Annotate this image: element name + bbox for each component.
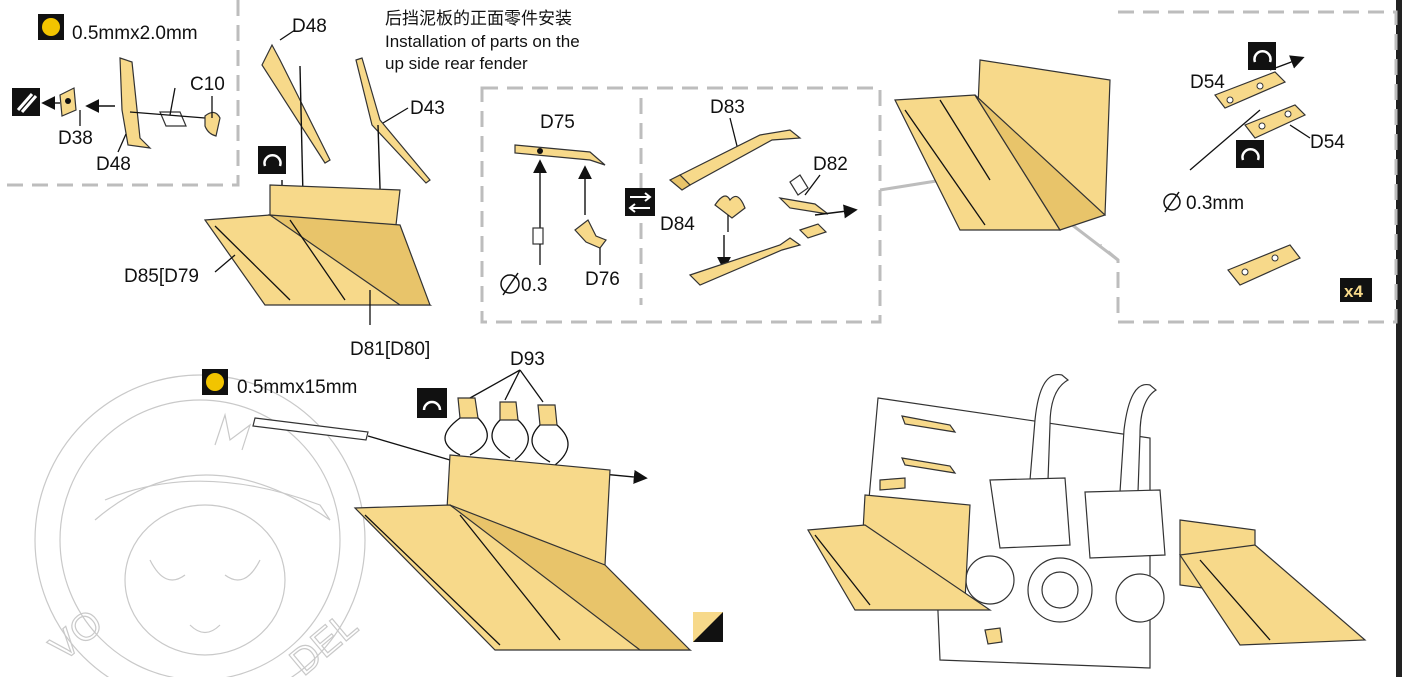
part-d43 — [355, 57, 431, 184]
label-c10: C10 — [190, 74, 225, 95]
part-fender-left-final — [807, 494, 992, 611]
part-round-covers — [965, 555, 1165, 623]
label-d43: D43 — [410, 98, 445, 119]
bend-icon-bottom — [1236, 140, 1264, 168]
frame-top-left — [0, 0, 240, 187]
part-small-brackets — [879, 415, 1003, 645]
label-d54-top: D54 — [1190, 72, 1225, 93]
page-right-border — [1396, 0, 1402, 677]
title-english-line1: Installation of parts on the — [385, 32, 580, 51]
label-d85: D85[D79 — [124, 266, 199, 287]
part-fender-bottom — [353, 454, 693, 651]
part-d54-hinge-b — [1244, 104, 1307, 139]
wire-size-label-2: 0.5mmx15mm — [237, 377, 357, 398]
part-d48-side — [119, 57, 152, 149]
label-d81: D81[D80] — [350, 339, 430, 360]
part-rod-small — [532, 227, 544, 245]
repeat-icon: x4 — [1340, 278, 1372, 302]
part-d76 — [574, 219, 607, 249]
title-english-line2: up side rear fender — [385, 54, 528, 73]
svg-text:DEL: DEL — [282, 604, 366, 677]
part-fender-right-final — [1178, 519, 1367, 646]
part-hinge-assembled — [1227, 244, 1301, 286]
part-d75 — [514, 144, 606, 166]
part-fender-zoom — [894, 59, 1111, 231]
swap-icon — [625, 188, 655, 216]
part-wire-long — [252, 417, 369, 441]
paint-icon — [693, 612, 723, 642]
bend-icon-top — [1248, 42, 1276, 70]
label-d75: D75 — [540, 112, 575, 133]
diameter-icon — [500, 272, 520, 296]
label-d48-left: D48 — [96, 154, 131, 175]
part-wire-pin — [129, 111, 206, 127]
label-d83: D83 — [710, 97, 745, 118]
wire-badge-icon — [38, 14, 64, 40]
part-d54-hinge-a — [1214, 71, 1287, 109]
label-rod-small: 0.3 — [521, 275, 547, 296]
diameter-icon-right — [1163, 191, 1181, 213]
part-d48-top — [261, 43, 331, 164]
title-chinese: 后挡泥板的正面零件安装 — [385, 9, 572, 29]
part-bracket-lower — [688, 223, 828, 286]
part-mufflers — [989, 477, 1166, 559]
label-d48-top: D48 — [292, 16, 327, 37]
svg-text:VO: VO — [42, 602, 111, 669]
bend-icon — [258, 146, 286, 174]
label-d76: D76 — [585, 269, 620, 290]
bend-icon-d93 — [417, 388, 447, 418]
wire-badge-icon-2 — [202, 369, 228, 395]
label-rod: 0.3mm — [1186, 193, 1244, 214]
part-c10 — [204, 111, 221, 137]
label-d82: D82 — [813, 154, 848, 175]
svg-text:x4: x4 — [1344, 282, 1363, 301]
label-d93: D93 — [510, 349, 545, 370]
part-d83 — [668, 129, 802, 191]
wire-size-label: 0.5mmx2.0mm — [72, 23, 198, 44]
label-d84: D84 — [660, 214, 695, 235]
label-d38: D38 — [58, 128, 93, 149]
glue-icon — [12, 88, 40, 116]
label-d54-right: D54 — [1310, 132, 1345, 153]
part-d82 — [778, 174, 829, 215]
part-d84 — [714, 195, 746, 232]
part-fender-main — [203, 184, 433, 306]
part-d93-tabs — [444, 397, 569, 466]
watermark-logo: VO DEL — [34, 374, 366, 677]
part-d38 — [59, 87, 77, 117]
part-exhaust-pipes — [1029, 373, 1158, 493]
